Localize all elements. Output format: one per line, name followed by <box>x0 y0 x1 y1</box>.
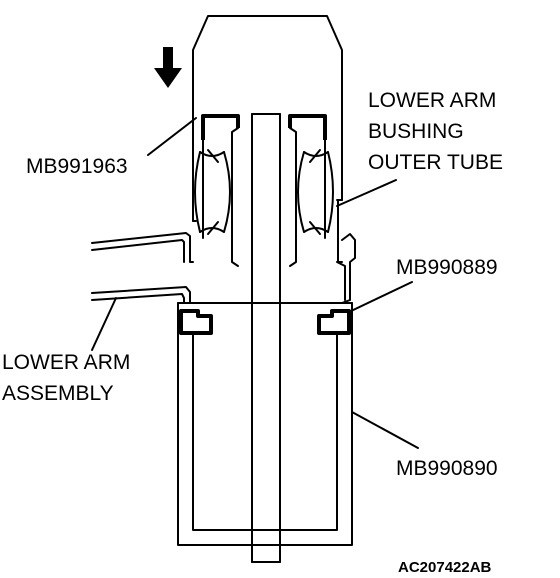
mb990890-lower-tool <box>177 302 353 546</box>
mb991963-upper-tool <box>192 15 343 222</box>
center-shaft <box>251 113 281 563</box>
figure-code: AC207422AB <box>398 559 492 576</box>
leader-lines <box>91 117 419 449</box>
bushing-outer-tube <box>336 199 356 304</box>
arrow-down-icon <box>154 47 182 88</box>
label-bushing-line2: BUSHING <box>368 120 464 143</box>
lower-arm-assembly <box>91 232 194 304</box>
label-bushing-line3: OUTER TUBE <box>368 151 503 174</box>
label-mb990889: MB990889 <box>396 256 498 279</box>
push-cup <box>201 114 327 140</box>
label-lower-arm-line1: LOWER ARM <box>2 351 130 374</box>
bushing-right <box>289 127 334 267</box>
bushing-left <box>194 127 239 267</box>
mb990889-collar <box>179 309 351 335</box>
label-lower-arm-line2: ASSEMBLY <box>2 382 114 405</box>
label-mb990890: MB990890 <box>396 457 498 480</box>
label-mb991963: MB991963 <box>26 155 128 178</box>
label-bushing-line1: LOWER ARM <box>368 89 496 112</box>
